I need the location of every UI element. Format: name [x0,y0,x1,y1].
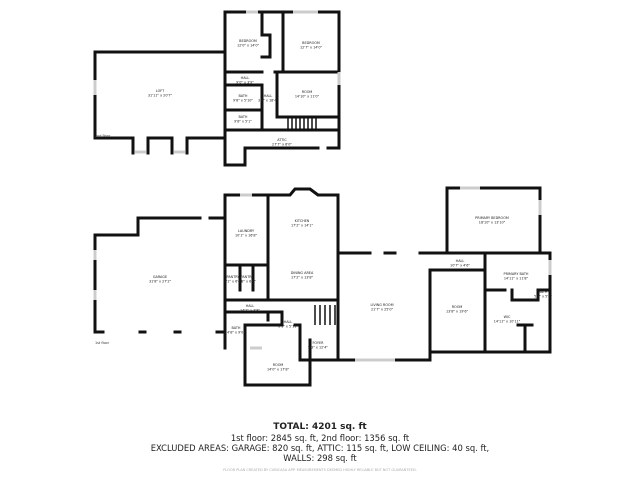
room-name: PANTRY [241,275,255,279]
room-dimensions: 9'3" x 12'4" [308,346,328,350]
room-name: WIC [504,315,511,319]
excluded-areas: EXCLUDED AREAS: GARAGE: 820 sq. ft, ATTI… [150,443,490,453]
room-dimensions: 10'1" x 16'8" [235,234,258,238]
room-name: HALL [241,76,250,80]
room-name: HALL [246,304,255,308]
room-name: KITCHEN [295,219,310,223]
room-dimensions: 3'8" x 18'4" [258,99,278,103]
area-summary: TOTAL: 4201 sq. ft 1st floor: 2845 sq. f… [0,422,640,472]
room-dimensions: 5'4" x 5'8" [534,295,552,299]
room-dimensions: 9'8" x 5'10" [233,99,253,103]
room-name: ROOM [302,90,313,94]
second-floor-walls [93,10,341,167]
room-dimensions: 31'11" x 20'7" [148,94,173,98]
room-name: HALL [264,94,273,98]
room-dimensions: 17'2" x 14'1" [291,224,314,228]
room-name: BATH [238,94,247,98]
walls-area: WALLS: 298 sq. ft [283,453,357,463]
room-dimensions: 12'0" x 14'0" [237,44,260,48]
room-dimensions: 12'7" x 14'0" [300,46,323,50]
room-name: PANTRY [227,275,241,279]
room-name: LIVING ROOM [370,303,393,307]
room-dimensions: 17'2" x 13'8" [291,276,314,280]
room-dimensions: 9'0" x 3'9" [236,81,254,85]
room-name: PRIMARY BEDROOM [475,216,509,220]
room-name: BEDROOM [302,41,320,45]
room-name: ROOM [273,363,284,367]
room-name: DINING AREA [291,271,314,275]
room-dimensions: 14'0" x 17'8" [267,368,290,372]
credit-text: FLOOR PLAN CREATED BY CUBICASA APP. MEAS… [223,468,417,472]
room-dimensions: 21'7" x 25'0" [371,308,394,312]
room-dimensions: 14'11" x 11'8" [504,277,529,281]
room-dimensions: 6'1" x 5'11" [278,325,298,329]
floor-areas: 1st floor: 2845 sq. ft, 2nd floor: 1356 … [230,433,410,443]
room-name: HALL [456,259,465,263]
room-dimensions: 9'8" x 5'1" [234,120,252,124]
first-floor-walls [93,186,552,387]
room-name: LOFT [156,89,165,93]
room-name: ATTIC [277,138,287,142]
room-dimensions: 14'10" x 11'0" [295,95,320,99]
room-name: GARAGE [153,275,167,279]
room-name: BATH [238,115,247,119]
room-name: HALL [284,320,293,324]
room-name: BATH [538,290,547,294]
floor-label-1st: 1st floor [95,341,110,345]
room-dimensions: 4'8" x 9'0" [227,331,245,335]
total-area: TOTAL: 4201 sq. ft [273,422,367,432]
room-name: BATH [231,326,240,330]
room-dimensions: 10'7" x 4'6" [450,264,470,268]
room-dimensions: 14'2" x 3'8" [240,309,260,313]
room-name: LAUNDRY [238,229,255,233]
room-name: FOYER [312,341,324,345]
room-name: BEDROOM [239,39,257,43]
room-dimensions: 31'8" x 27'2" [149,280,172,284]
room-name: PRIMARY BATH [504,272,529,276]
room-dimensions: 14'11" x 10'11" [494,320,521,324]
room-dimensions: 5'1" x 6'6" [224,280,242,284]
room-dimensions: 4'8" x 6'6" [238,280,256,284]
room-dimensions: 18'10" x 13'10" [479,221,506,225]
room-dimensions: 13'8" x 19'6" [446,310,469,314]
floor-label-2nd: 2nd floor [95,134,111,138]
room-dimensions: 27'7" x 6'0" [272,143,292,147]
room-name: ROOM [452,305,463,309]
